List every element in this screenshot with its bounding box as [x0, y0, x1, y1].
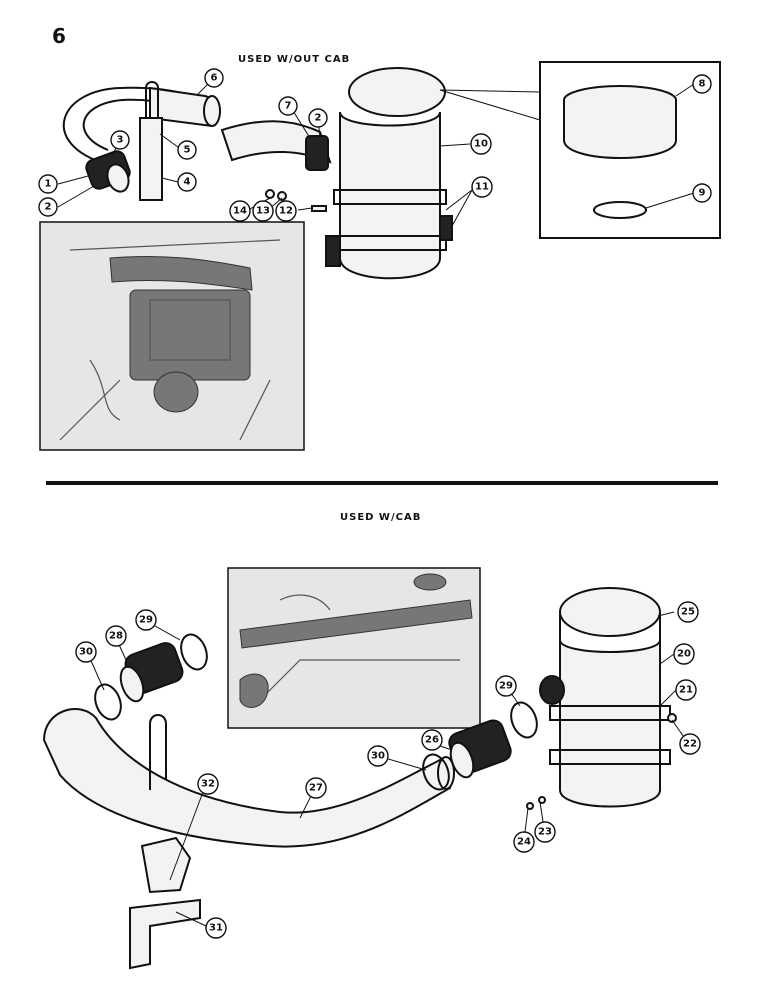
engine-photo-bottom — [227, 567, 481, 729]
callout-number: 24 — [517, 837, 531, 848]
callout-number: 30 — [79, 647, 93, 658]
callout-number: 10 — [474, 139, 488, 150]
callout-number: 31 — [209, 923, 223, 934]
callout-number: 23 — [538, 827, 552, 838]
section-label-without-cab: USED W/OUT CAB — [238, 54, 351, 65]
inset-cap-detail — [439, 61, 721, 239]
callout-28: 28 — [105, 625, 127, 647]
callout-30-right: 30 — [367, 745, 389, 767]
air-cleaner-with-cab-part — [526, 587, 677, 810]
u-bolt-part — [149, 714, 167, 790]
callout-5: 5 — [177, 140, 197, 160]
callouts-bottom: 20 21 22 23 24 25 26 27 28 29 29 30 30 3… — [75, 601, 701, 939]
callout-24: 24 — [513, 831, 535, 853]
callout-number: 9 — [699, 188, 706, 199]
callout-number: 13 — [256, 206, 270, 217]
intake-hose-part — [220, 120, 332, 171]
engine-photo-top — [39, 221, 305, 451]
callout-leaders — [57, 83, 695, 927]
callout-number: 3 — [117, 135, 124, 146]
elbow-hose-part — [42, 708, 455, 848]
callout-number: 28 — [109, 631, 123, 642]
callout-9: 9 — [692, 183, 712, 203]
callout-number: 26 — [425, 735, 439, 746]
callout-23: 23 — [534, 821, 556, 843]
callout-number: 5 — [184, 145, 191, 156]
callout-number: 2 — [45, 202, 52, 213]
callout-8: 8 — [692, 74, 712, 94]
hose-connector-28 — [119, 642, 184, 703]
callout-29-right: 29 — [495, 675, 517, 697]
callout-25: 25 — [677, 601, 699, 623]
hose-connector-26 — [448, 719, 512, 779]
page-number: 6 — [52, 24, 66, 48]
callout-number: 4 — [184, 177, 191, 188]
callout-number: 22 — [683, 739, 697, 750]
callout-number: 11 — [475, 182, 489, 193]
callout-12: 12 — [275, 200, 297, 222]
callout-number: 21 — [679, 685, 693, 696]
callout-14: 14 — [229, 200, 251, 222]
callout-number: 8 — [699, 79, 706, 90]
callout-number: 6 — [211, 73, 218, 84]
mounting-bracket-part — [129, 836, 201, 970]
callout-27: 27 — [305, 777, 327, 799]
callout-number: 29 — [499, 681, 513, 692]
callout-30-left: 30 — [75, 641, 97, 663]
hose-connector-part — [85, 150, 131, 193]
section-label-with-cab: USED W/CAB — [340, 512, 422, 523]
callout-6: 6 — [204, 68, 224, 88]
support-bracket-part — [139, 81, 163, 201]
callout-number: 25 — [681, 607, 695, 618]
callout-number: 1 — [45, 179, 52, 190]
callout-29-left: 29 — [135, 609, 157, 631]
callout-2b: 2 — [308, 108, 328, 128]
callout-number: 20 — [677, 649, 691, 660]
callout-1: 1 — [38, 174, 58, 194]
callout-13: 13 — [252, 200, 274, 222]
callout-number: 12 — [279, 206, 293, 217]
callout-number: 29 — [139, 615, 153, 626]
callout-number: 30 — [371, 751, 385, 762]
callout-number: 27 — [309, 783, 323, 794]
callout-31: 31 — [205, 917, 227, 939]
section-divider — [46, 481, 718, 485]
callout-11: 11 — [471, 176, 493, 198]
callout-number: 14 — [233, 206, 247, 217]
callout-number: 2 — [315, 113, 322, 124]
hose-loop-part — [62, 86, 221, 163]
callout-3: 3 — [110, 130, 130, 150]
callout-32: 32 — [197, 773, 219, 795]
callout-10: 10 — [470, 133, 492, 155]
callout-4: 4 — [177, 172, 197, 192]
callout-number: 32 — [201, 779, 215, 790]
callout-21: 21 — [675, 679, 697, 701]
air-cleaner-part — [325, 67, 453, 280]
callout-number: 7 — [285, 101, 292, 112]
callout-2: 2 — [38, 197, 58, 217]
callout-7: 7 — [278, 96, 298, 116]
callout-22: 22 — [679, 733, 701, 755]
callouts-top: 1 2 3 4 5 6 7 2 8 9 10 11 12 13 14 — [38, 68, 712, 222]
callout-26: 26 — [421, 729, 443, 751]
callout-20: 20 — [673, 643, 695, 665]
